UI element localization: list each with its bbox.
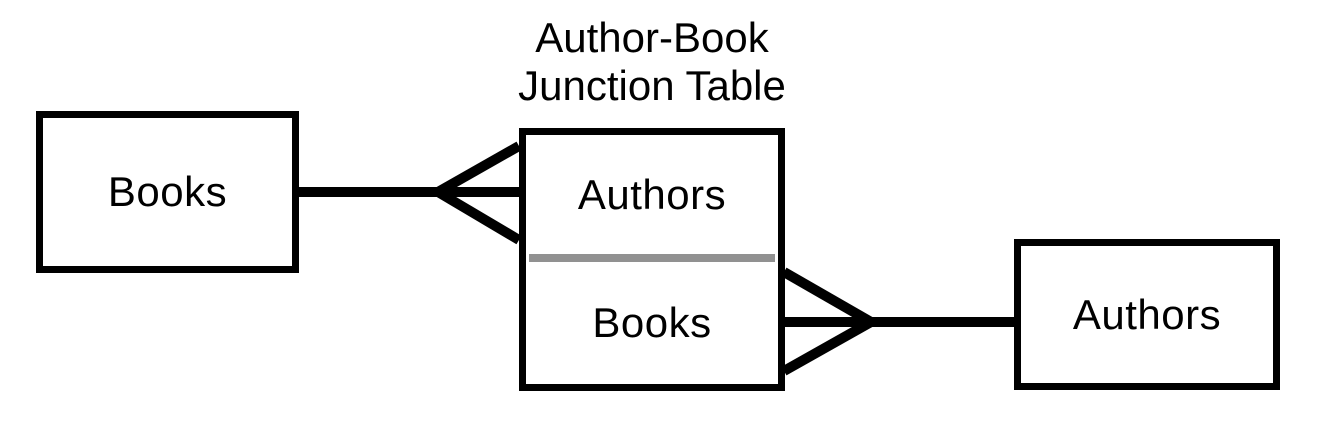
relationship-junction-authors (781, 267, 1016, 376)
crow-foot-right-bottom-prong (781, 317, 874, 376)
junction-authors-label: Authors (577, 170, 727, 218)
crow-foot-right-top-prong (781, 267, 874, 327)
entity-books: Books (36, 111, 299, 273)
crow-foot-left-top-prong (435, 141, 522, 197)
entity-junction-table: Authors Books (519, 128, 785, 391)
entity-authors-label: Authors (1072, 290, 1222, 338)
junction-authors-section: Authors (526, 135, 778, 254)
crow-foot-left-bottom-prong (435, 187, 522, 245)
junction-table-title-line-1: Author-Book (535, 14, 769, 61)
entity-authors: Authors (1014, 239, 1280, 390)
junction-table-title-line-2: Junction Table (518, 62, 786, 109)
junction-table-title: Author-Book Junction Table (472, 14, 832, 110)
junction-divider (529, 254, 775, 262)
junction-books-label: Books (592, 299, 712, 346)
junction-books-section: Books (526, 262, 778, 384)
relationship-books-junction (299, 141, 522, 245)
entity-books-label: Books (107, 168, 228, 215)
